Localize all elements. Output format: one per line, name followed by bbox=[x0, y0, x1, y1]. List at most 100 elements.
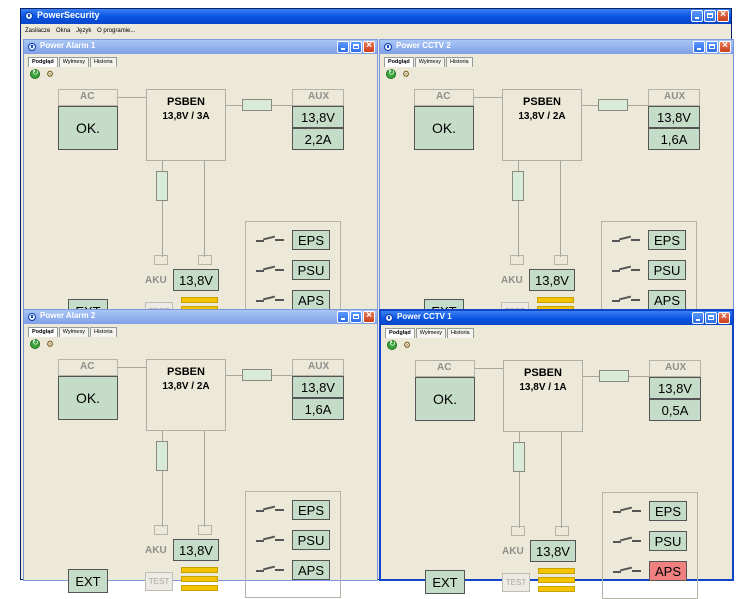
power-icon bbox=[385, 314, 393, 322]
ac-status: OK. bbox=[414, 106, 474, 150]
battery-bar-2 bbox=[538, 577, 575, 583]
aux-fuse bbox=[599, 370, 629, 382]
tab-podglad[interactable]: Podgląd bbox=[385, 328, 415, 338]
test-button[interactable]: TEST bbox=[145, 572, 173, 591]
minimize-button[interactable] bbox=[337, 311, 349, 323]
tab-wylmesy[interactable]: Wyłmesy bbox=[58, 327, 89, 337]
ac-header bbox=[58, 359, 118, 376]
tab-historia[interactable]: Historia bbox=[89, 57, 117, 67]
psu-status: PSU bbox=[649, 531, 687, 551]
psu-window-4: Power CCTV 1 Podgląd Wyłmesy Historia ⚙ … bbox=[379, 309, 734, 599]
status-panel: EPS PSU APS bbox=[602, 492, 698, 599]
maximize-button[interactable] bbox=[350, 41, 362, 53]
child-titlebar[interactable]: Power Alarm 1 bbox=[24, 40, 377, 54]
status-panel: EPS PSU APS bbox=[245, 221, 341, 328]
switch-icon bbox=[612, 232, 640, 246]
refresh-icon[interactable] bbox=[386, 68, 396, 79]
status-panel: EPS PSU APS bbox=[245, 491, 341, 598]
psu-window-1: Power Alarm 1 Podgląd Wyłmesy Historia ⚙… bbox=[23, 39, 378, 328]
psu-window-3: Power Alarm 2 Podgląd Wyłmesy Historia ⚙… bbox=[23, 309, 378, 598]
aps-status: APS bbox=[648, 290, 686, 310]
maximize-button[interactable] bbox=[704, 10, 716, 22]
aux-label: AUX bbox=[665, 362, 687, 373]
tab-historia[interactable]: Historia bbox=[89, 327, 117, 337]
eps-status: EPS bbox=[292, 500, 330, 520]
aku-fuse bbox=[513, 442, 525, 472]
close-button[interactable] bbox=[719, 41, 731, 53]
ext-status: EXT bbox=[425, 570, 465, 594]
menu-okna[interactable]: Okna bbox=[56, 28, 71, 34]
aux-label: AUX bbox=[308, 361, 330, 372]
test-button[interactable]: TEST bbox=[502, 573, 530, 592]
battery-bar-1 bbox=[181, 567, 218, 573]
aku-fuse bbox=[156, 171, 168, 201]
aux-label: AUX bbox=[308, 91, 330, 102]
psu-status: PSU bbox=[648, 260, 686, 280]
settings-icon[interactable]: ⚙ bbox=[46, 339, 55, 349]
aux-voltage: 13,8V bbox=[649, 377, 701, 399]
app-titlebar[interactable]: PowerSecurity bbox=[21, 9, 731, 24]
tab-wylmesy[interactable]: Wyłmesy bbox=[414, 57, 445, 67]
minimize-button[interactable] bbox=[691, 10, 703, 22]
tab-historia[interactable]: Historia bbox=[446, 328, 474, 338]
minimize-button[interactable] bbox=[693, 41, 705, 53]
ac-status: OK. bbox=[58, 376, 118, 420]
aux-current: 1,6A bbox=[292, 398, 344, 420]
aku-label: AKU bbox=[502, 546, 524, 557]
switch-icon bbox=[613, 503, 641, 517]
close-button[interactable] bbox=[717, 10, 729, 22]
refresh-icon[interactable] bbox=[30, 338, 40, 349]
maximize-button[interactable] bbox=[706, 41, 718, 53]
menu-zasilacze[interactable]: Zasilacze bbox=[25, 28, 51, 34]
aku-fuse bbox=[512, 171, 524, 201]
aux-current: 1,6A bbox=[648, 128, 700, 150]
aku-label: AKU bbox=[145, 275, 167, 286]
maximize-button[interactable] bbox=[350, 311, 362, 323]
aux-current: 0,5A bbox=[649, 399, 701, 421]
refresh-icon[interactable] bbox=[387, 339, 397, 350]
settings-icon[interactable]: ⚙ bbox=[46, 69, 55, 79]
window-title: Power CCTV 2 bbox=[396, 41, 451, 50]
aku-voltage: 13,8V bbox=[173, 539, 219, 561]
psben-rating: 13,8V / 3A bbox=[162, 111, 210, 122]
aux-fuse bbox=[242, 369, 272, 381]
menu-o-programie[interactable]: O programie... bbox=[97, 28, 136, 34]
window-title: Power Alarm 2 bbox=[40, 311, 96, 320]
settings-icon[interactable]: ⚙ bbox=[402, 69, 411, 79]
child-titlebar[interactable]: Power CCTV 2 bbox=[380, 40, 733, 54]
ac-label: AC bbox=[80, 91, 95, 102]
tab-wylmesy[interactable]: Wyłmesy bbox=[415, 328, 446, 338]
eps-status: EPS bbox=[292, 230, 330, 250]
window-title: Power CCTV 1 bbox=[397, 312, 452, 321]
settings-icon[interactable]: ⚙ bbox=[403, 340, 412, 350]
psben-rating: 13,8V / 1A bbox=[519, 382, 567, 393]
eps-status: EPS bbox=[649, 501, 687, 521]
close-button[interactable] bbox=[363, 41, 375, 53]
tab-wylmesy[interactable]: Wyłmesy bbox=[58, 57, 89, 67]
refresh-icon[interactable] bbox=[30, 68, 40, 79]
psben-model: PSBEN bbox=[167, 96, 205, 108]
battery-bar-2 bbox=[181, 576, 218, 582]
minimize-button[interactable] bbox=[692, 312, 704, 324]
psben-rating: 13,8V / 2A bbox=[162, 381, 210, 392]
power-icon bbox=[28, 43, 36, 51]
switch-icon bbox=[612, 262, 640, 276]
child-titlebar[interactable]: Power CCTV 1 bbox=[381, 311, 732, 325]
tab-podglad[interactable]: Podgląd bbox=[28, 57, 58, 67]
menubar: Zasilacze Okna Język O programie... bbox=[21, 25, 731, 37]
ac-status: OK. bbox=[58, 106, 118, 150]
menu-jezyk[interactable]: Język bbox=[76, 28, 92, 34]
child-titlebar[interactable]: Power Alarm 2 bbox=[24, 310, 377, 324]
psu-status: PSU bbox=[292, 530, 330, 550]
tab-podglad[interactable]: Podgląd bbox=[28, 327, 58, 337]
aux-voltage: 13,8V bbox=[292, 106, 344, 128]
switch-icon bbox=[613, 563, 641, 577]
tab-podglad[interactable]: Podgląd bbox=[384, 57, 414, 67]
minimize-button[interactable] bbox=[337, 41, 349, 53]
maximize-button[interactable] bbox=[705, 312, 717, 324]
aux-header bbox=[292, 359, 344, 376]
ac-header bbox=[58, 89, 118, 106]
tab-historia[interactable]: Historia bbox=[445, 57, 473, 67]
close-button[interactable] bbox=[363, 311, 375, 323]
close-button[interactable] bbox=[718, 312, 730, 324]
